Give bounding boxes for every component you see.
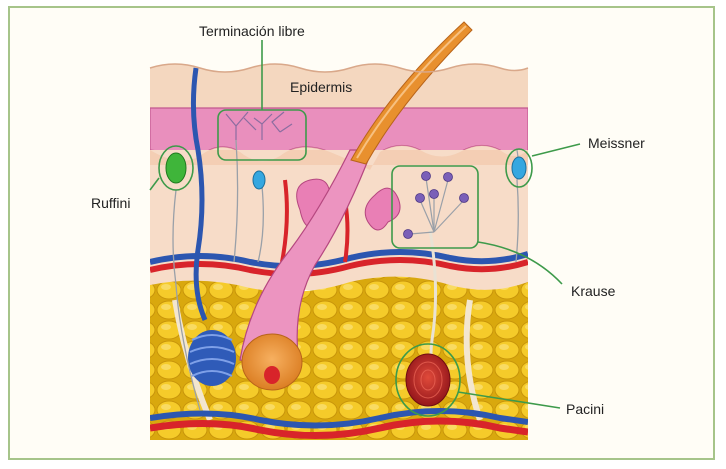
meissner-corpuscle — [512, 157, 526, 179]
meissner-corpuscle-small — [253, 171, 265, 189]
sweat-gland-coil — [188, 330, 236, 386]
pacini-corpuscle — [406, 354, 450, 406]
label-ruffini: Ruffini — [91, 195, 130, 211]
label-krause: Krause — [571, 283, 616, 299]
label-pacini: Pacini — [566, 401, 604, 417]
ruffini-corpuscle — [166, 153, 186, 183]
skin-block — [150, 60, 530, 440]
label-meissner: Meissner — [588, 135, 645, 151]
leader-meissner — [532, 144, 580, 156]
label-terminacion-libre: Terminación libre — [199, 23, 305, 39]
label-epidermis: Epidermis — [290, 79, 352, 95]
